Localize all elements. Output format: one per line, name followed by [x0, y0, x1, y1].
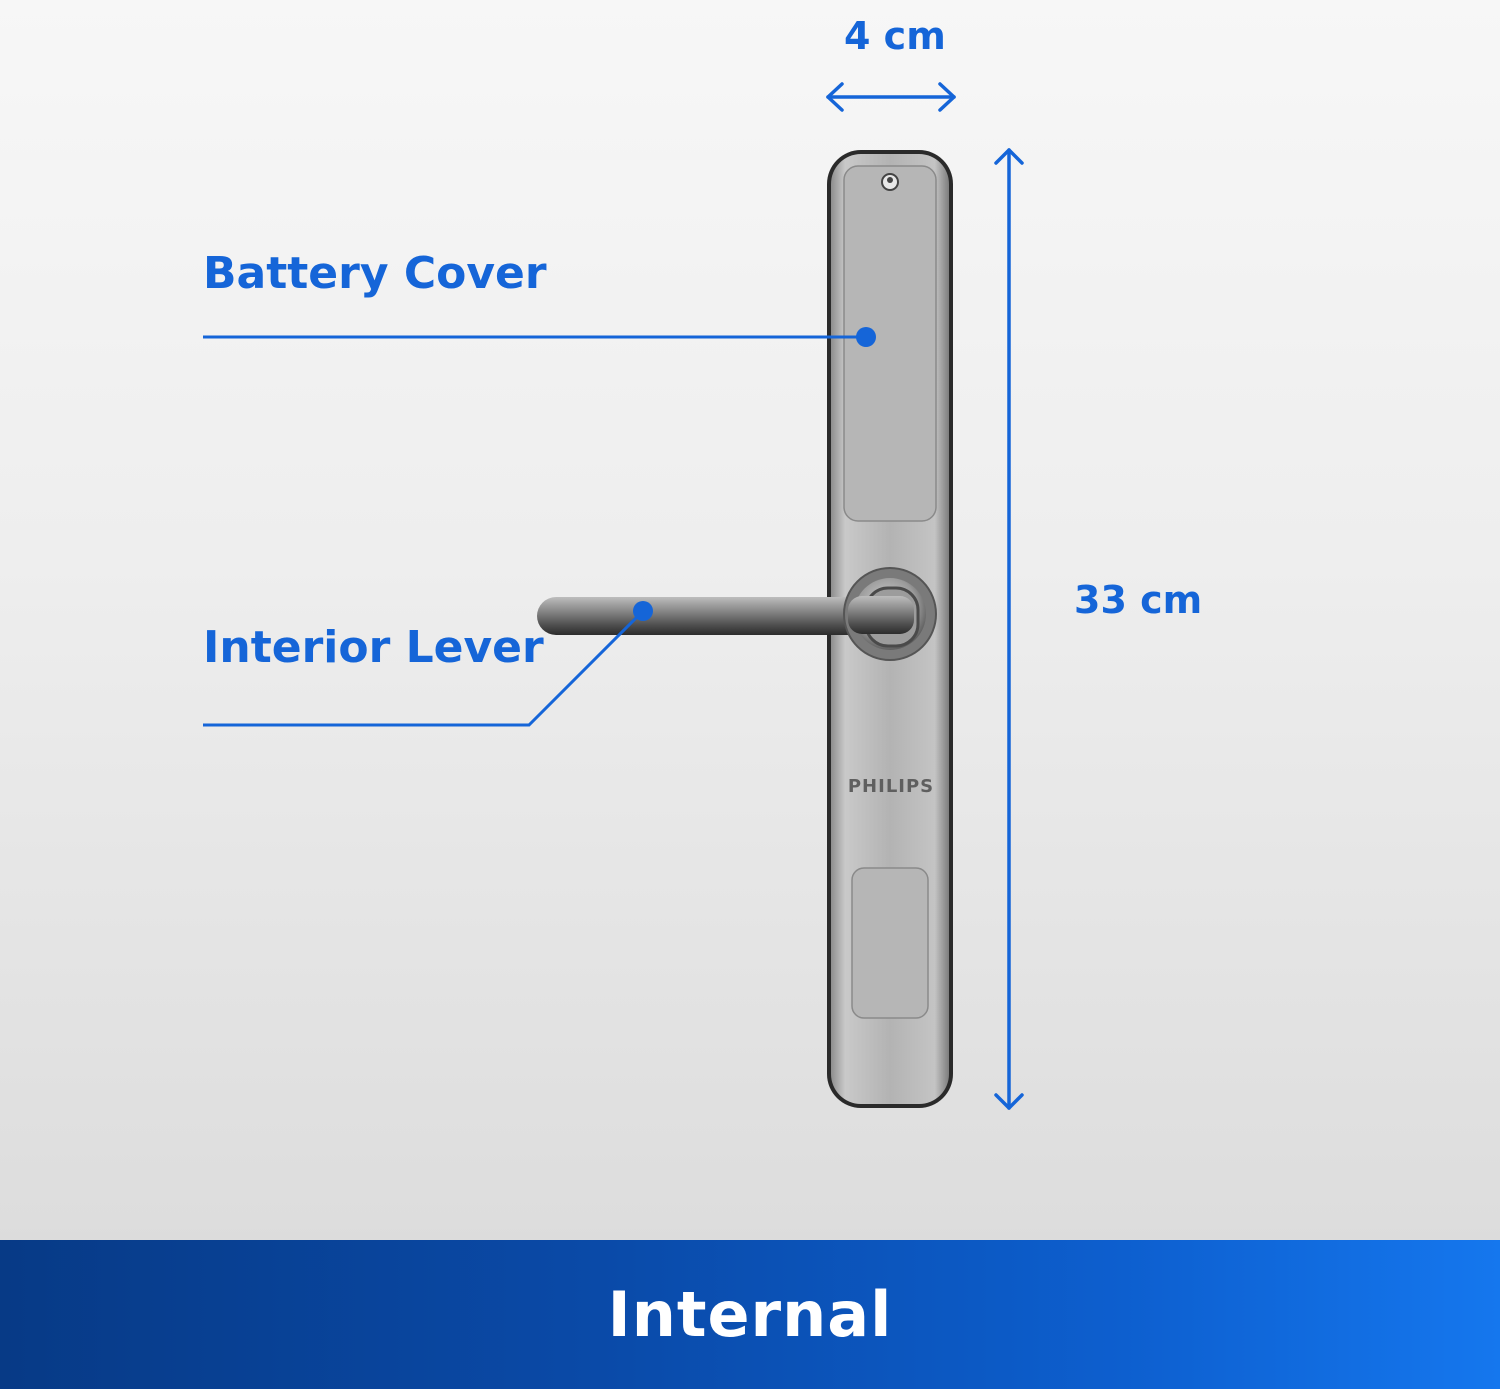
- width-arrow: [826, 82, 956, 112]
- lock-illustration: PHILIPS: [203, 82, 1024, 1110]
- battery-cover-panel: [843, 165, 937, 522]
- battery-cover-leader: [203, 327, 876, 347]
- diagram-canvas: PHILIPS 4 cm 33 cm Battery Cover Interio…: [203, 14, 1203, 1110]
- philips-logo: PHILIPS: [848, 776, 934, 797]
- interior-lever-label: Interior Lever: [203, 622, 544, 673]
- height-dimension-label: 33 cm: [1074, 578, 1203, 622]
- lower-panel: [851, 867, 929, 1019]
- footer-banner: Internal: [0, 1240, 1500, 1389]
- footer-title: Internal: [607, 1278, 893, 1351]
- cover-screw-icon: [881, 173, 899, 191]
- battery-cover-label: Battery Cover: [203, 248, 547, 299]
- height-arrow: [994, 148, 1024, 1110]
- interior-lever-handle: [537, 567, 937, 661]
- width-dimension-label: 4 cm: [844, 14, 946, 58]
- interior-lever-leader: [203, 601, 653, 727]
